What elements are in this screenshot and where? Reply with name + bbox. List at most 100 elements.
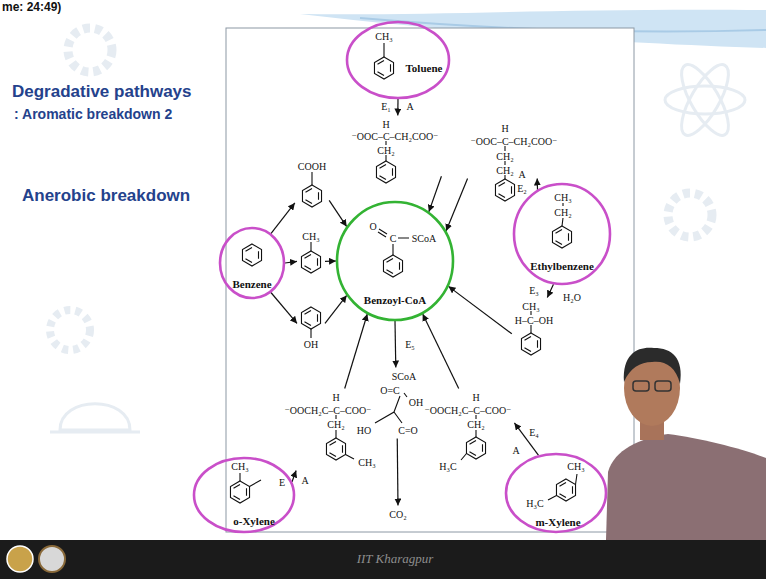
nptel-logo: [39, 546, 65, 572]
atom-label: OH: [304, 339, 318, 350]
atom-label: H₃C: [526, 498, 543, 509]
reaction-arrow: [448, 286, 511, 333]
reaction-arrow: [547, 284, 553, 297]
ellipse-outline: [347, 22, 449, 98]
compound-name: Benzene: [232, 278, 271, 290]
atom-label: H: [332, 392, 339, 403]
reaction-arrow: [271, 203, 295, 234]
atom-label: SCoA: [412, 233, 436, 244]
presenter-glasses: [633, 381, 649, 391]
benzene-ring: [556, 479, 575, 501]
gear-icon: [668, 193, 712, 237]
central-intermediate-circle: OCSCoABenzoyl-CoA: [335, 200, 455, 322]
atom-label: ⁻OOC–C–CH₂COO⁻: [471, 136, 558, 147]
presenter: [606, 348, 766, 540]
atom-label: ⁻OOCH₂C–C–COO⁻: [425, 405, 512, 416]
reagent-label: H₂O: [563, 292, 581, 303]
institute-logo: [7, 546, 33, 572]
atom-label: OH: [409, 397, 423, 408]
atom-label: CH₃: [522, 301, 539, 312]
reaction-arrow: [397, 439, 399, 506]
benzene-ring: [376, 161, 395, 183]
benzene-rings: [230, 57, 575, 503]
compound-name: Ethylbenzene: [530, 260, 594, 272]
slide-time: me: 24:49): [2, 0, 61, 14]
benzene-ring: [374, 57, 393, 79]
ellipse-outline: [337, 202, 453, 320]
bond-lines: [240, 43, 577, 500]
ellipse-outline: [194, 458, 294, 532]
reaction-arrow: [537, 179, 538, 190]
end-product: CO₂: [386, 506, 409, 523]
atom-label: CH₂: [496, 151, 513, 162]
atom-label: H: [501, 123, 508, 134]
reaction-arrow: [429, 176, 442, 212]
atom-label: CH₂: [467, 419, 484, 430]
helmet-icon: [50, 404, 140, 432]
benzene-ring: [302, 185, 321, 207]
intermediate-structure: COOH: [295, 158, 329, 212]
reaction-arrow: [446, 179, 467, 232]
atom-label: CH₂: [327, 419, 344, 430]
atom-label: HO: [357, 425, 371, 436]
enzyme-label: E₄: [529, 427, 539, 438]
figure-frame: [226, 28, 634, 532]
benzene-ring: [301, 251, 320, 273]
enzyme-label: E₁: [381, 101, 391, 112]
substrate-circle: CH₃ Toluene: [345, 20, 451, 100]
section-heading: Anerobic breakdown: [22, 186, 190, 206]
gear-icon: [68, 28, 112, 72]
reagent-label: A: [406, 101, 413, 112]
reaction-arrow: [345, 314, 368, 389]
footer-band: [0, 540, 766, 579]
atom-label: CH₃: [567, 461, 584, 472]
atom-label: O: [369, 221, 376, 232]
atom-label: CH₃: [375, 31, 392, 42]
substrate-circle: Benzene: [218, 226, 286, 300]
reaction-arrow: [292, 471, 296, 483]
atom-label: CH₃: [302, 231, 319, 242]
benzene-ring: [552, 226, 571, 248]
intermediate-structure: H⁻OOCH₂C–C–COO⁻CH₂CH₃: [282, 389, 379, 471]
atom-label: CH₃: [231, 461, 248, 472]
compound-name: Benzoyl-CoA: [364, 294, 426, 306]
compound-outline: [345, 20, 451, 100]
reagent-label: A: [512, 445, 519, 456]
atom-label: H: [382, 119, 389, 130]
intermediate-structure: CH₃ H–C–OH: [512, 298, 556, 359]
reaction-arrow: [325, 260, 336, 262]
slide-title: Degradative pathways: [12, 82, 192, 102]
atom-label: CH₂: [377, 145, 394, 156]
slide-subtitle: : Aromatic breakdown 2: [14, 106, 172, 122]
presenter-glasses: [655, 381, 671, 391]
atom-label: H–C–OH: [515, 315, 553, 326]
enzyme-label: E₂: [517, 183, 527, 194]
atom-label: CH₃: [358, 457, 375, 468]
compound-name: Toluene: [406, 62, 443, 74]
benzene-ring: [230, 481, 249, 503]
benzene-ring: [383, 255, 402, 277]
benzene-ring: [326, 438, 345, 460]
ellipse-outline: [220, 228, 284, 298]
reaction-arrow: [285, 261, 297, 263]
atom-orbit: [673, 58, 737, 141]
benzene-ring: [242, 244, 261, 266]
compound-name: m-Xylene: [535, 516, 580, 528]
benzene-ring: [466, 437, 485, 459]
presenter-shirt: [606, 434, 766, 540]
gear-icon: [50, 310, 90, 350]
intermediate-structure: H⁻OOC–C–CH₂COO⁻CH₂: [349, 116, 442, 188]
enzyme-label: E₃: [529, 285, 539, 296]
atom-label: CH₃: [554, 192, 571, 203]
atom-label: CH₂: [496, 165, 513, 176]
reaction-arrow: [397, 99, 398, 116]
atom-label: C=O: [398, 425, 418, 436]
compound-name: o-Xylene: [233, 515, 275, 527]
reaction-arrow: [271, 292, 297, 323]
atom-label: H: [472, 392, 479, 403]
reagent-label: A: [518, 169, 525, 180]
reaction-arrow: [423, 314, 459, 389]
intermediate-structure: CH₃: [297, 228, 325, 277]
